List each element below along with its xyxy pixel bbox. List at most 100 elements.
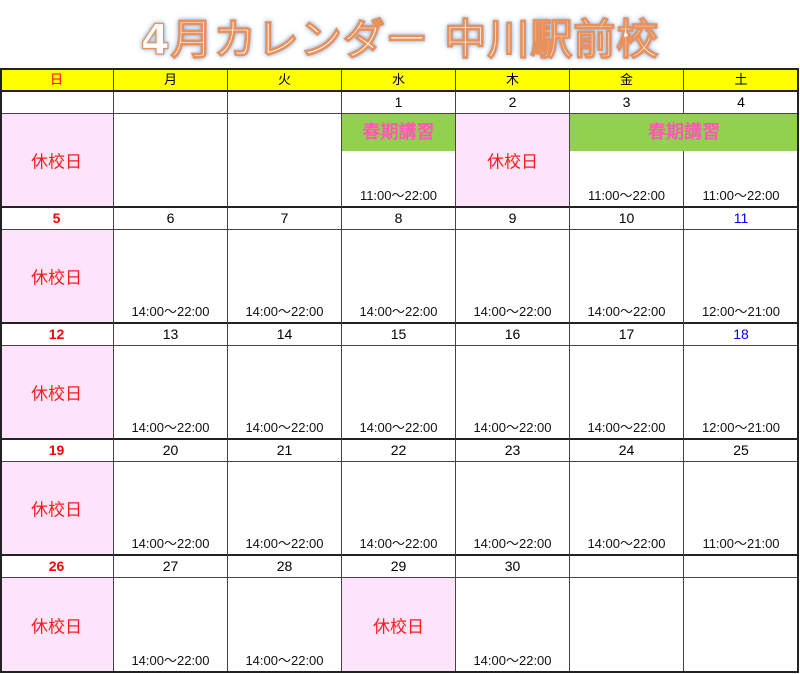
opening-hours: 14:00～22:00 (359, 536, 438, 551)
day-cell[interactable]: 14:00～22:00 (456, 462, 570, 556)
closed-label: 休校日 (373, 617, 424, 636)
spring-course-banner: 春期講習 (342, 114, 456, 151)
spring-course-banner: 春期講習 (570, 114, 799, 151)
date-cell[interactable]: 12 (0, 324, 114, 346)
date-cell[interactable]: 19 (0, 440, 114, 462)
closed-day-cell[interactable]: 休校日 (0, 346, 114, 440)
date-cell[interactable]: 5 (0, 208, 114, 230)
date-cell[interactable] (570, 556, 684, 578)
opening-hours: 14:00～22:00 (473, 653, 552, 668)
date-cell[interactable]: 21 (228, 440, 342, 462)
closed-day-cell[interactable]: 休校日 (0, 462, 114, 556)
date-cell[interactable]: 24 (570, 440, 684, 462)
opening-hours: 14:00～22:00 (245, 420, 324, 435)
date-cell[interactable]: 11 (684, 208, 799, 230)
page-title: 4月カレンダー 中川駅前校 (140, 14, 660, 64)
day-cell[interactable]: 14:00～22:00 (228, 230, 342, 324)
date-cell[interactable]: 25 (684, 440, 799, 462)
opening-hours: 14:00～22:00 (245, 536, 324, 551)
date-cell[interactable] (0, 92, 114, 114)
day-cell[interactable] (228, 114, 342, 208)
weekday-header-1: 月 (114, 68, 228, 92)
date-cell[interactable] (684, 556, 799, 578)
date-cell[interactable]: 9 (456, 208, 570, 230)
date-cell[interactable]: 1 (342, 92, 456, 114)
day-cell[interactable]: 14:00～22:00 (570, 346, 684, 440)
day-cell[interactable]: 12:00～21:00 (684, 346, 799, 440)
date-cell[interactable]: 18 (684, 324, 799, 346)
closed-label: 休校日 (487, 152, 538, 172)
opening-hours: 14:00～22:00 (587, 420, 666, 435)
closed-day-cell[interactable]: 休校日 (0, 230, 114, 324)
closed-label: 休校日 (31, 268, 82, 288)
opening-hours: 14:00～22:00 (131, 653, 210, 668)
date-cell[interactable] (228, 92, 342, 114)
closed-day-cell[interactable]: 休校日 (456, 114, 570, 208)
weekday-header-2: 火 (228, 68, 342, 92)
date-cell[interactable]: 15 (342, 324, 456, 346)
day-cell[interactable]: 14:00～22:00 (456, 346, 570, 440)
day-cell[interactable]: 14:00～22:00 (456, 578, 570, 672)
day-cell[interactable]: 14:00～22:00 (114, 578, 228, 672)
opening-hours: 14:00～22:00 (245, 304, 324, 319)
date-cell[interactable]: 6 (114, 208, 228, 230)
day-cell[interactable]: 12:00～21:00 (684, 230, 799, 324)
weekday-header-4: 木 (456, 68, 570, 92)
closed-day-cell[interactable]: 休校日 (0, 578, 114, 672)
date-cell[interactable]: 29 (342, 556, 456, 578)
day-cell[interactable]: 14:00～22:00 (342, 230, 456, 324)
opening-hours: 11:00～22:00 (587, 188, 666, 203)
opening-hours: 12:00～21:00 (701, 420, 781, 435)
date-cell[interactable]: 16 (456, 324, 570, 346)
date-cell[interactable]: 2 (456, 92, 570, 114)
date-cell[interactable]: 3 (570, 92, 684, 114)
day-cell[interactable] (684, 578, 799, 672)
opening-hours: 14:00～22:00 (473, 304, 552, 319)
date-cell[interactable]: 30 (456, 556, 570, 578)
day-cell[interactable]: 14:00～22:00 (570, 462, 684, 556)
date-cell[interactable]: 27 (114, 556, 228, 578)
opening-hours: 12:00～21:00 (701, 304, 781, 319)
date-cell[interactable]: 17 (570, 324, 684, 346)
day-cell[interactable]: 14:00～22:00 (228, 578, 342, 672)
day-cell[interactable]: 14:00～22:00 (228, 346, 342, 440)
day-cell[interactable]: 14:00～22:00 (114, 230, 228, 324)
day-cell[interactable]: 14:00～22:00 (114, 346, 228, 440)
opening-hours: 14:00～22:00 (587, 304, 666, 319)
weekday-header-3: 水 (342, 68, 456, 92)
opening-hours: 14:00～22:00 (131, 420, 210, 435)
date-cell[interactable] (114, 92, 228, 114)
opening-hours: 14:00～22:00 (587, 536, 666, 551)
day-cell[interactable]: 14:00～22:00 (342, 462, 456, 556)
date-cell[interactable]: 20 (114, 440, 228, 462)
day-cell[interactable]: 14:00～22:00 (342, 346, 456, 440)
closed-day-cell[interactable]: 休校日 (342, 578, 456, 672)
date-cell[interactable]: 8 (342, 208, 456, 230)
date-cell[interactable]: 13 (114, 324, 228, 346)
day-cell[interactable]: 14:00～22:00 (228, 462, 342, 556)
date-cell[interactable]: 23 (456, 440, 570, 462)
day-cell[interactable]: 14:00～22:00 (456, 230, 570, 324)
day-cell[interactable] (114, 114, 228, 208)
day-cell[interactable]: 14:00～22:00 (570, 230, 684, 324)
date-cell[interactable]: 7 (228, 208, 342, 230)
opening-hours: 14:00～22:00 (473, 536, 552, 551)
date-cell[interactable]: 28 (228, 556, 342, 578)
closed-label: 休校日 (31, 384, 82, 404)
closed-label: 休校日 (31, 152, 82, 172)
closed-day-cell[interactable]: 休校日 (0, 114, 114, 208)
date-cell[interactable]: 14 (228, 324, 342, 346)
weekday-header-5: 金 (570, 68, 684, 92)
opening-hours: 14:00～22:00 (245, 653, 324, 668)
date-cell[interactable]: 26 (0, 556, 114, 578)
opening-hours: 14:00～22:00 (131, 536, 210, 551)
date-cell[interactable]: 4 (684, 92, 799, 114)
day-cell[interactable] (570, 578, 684, 672)
day-cell[interactable]: 11:00～21:00 (684, 462, 799, 556)
opening-hours: 11:00～22:00 (702, 188, 780, 203)
date-cell[interactable]: 22 (342, 440, 456, 462)
day-cell[interactable]: 14:00～22:00 (114, 462, 228, 556)
closed-label: 休校日 (31, 617, 82, 636)
date-cell[interactable]: 10 (570, 208, 684, 230)
